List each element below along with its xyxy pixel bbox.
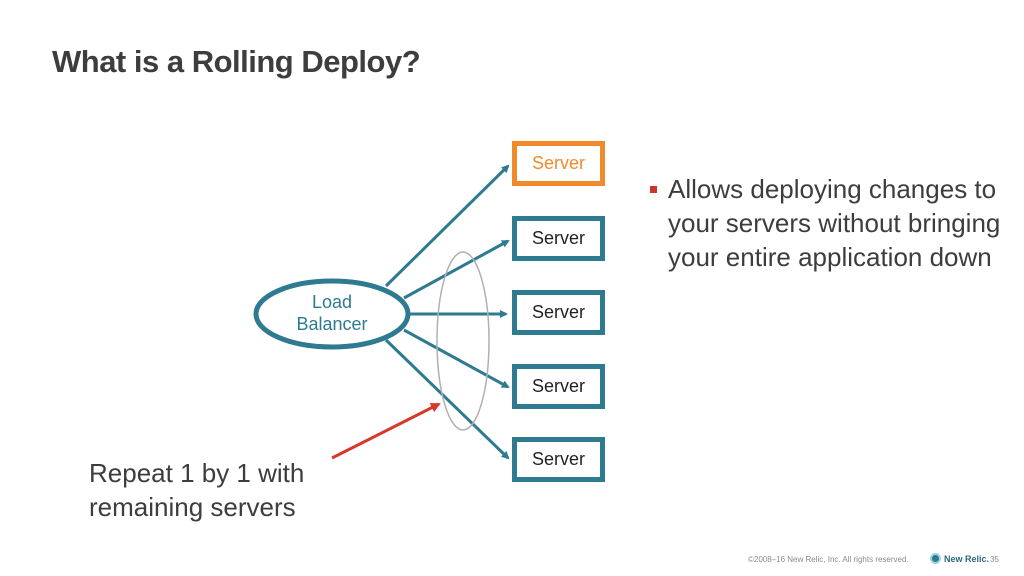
server-box: Server bbox=[512, 437, 605, 482]
server-box: Server bbox=[512, 364, 605, 409]
repeat-note-line2: remaining servers bbox=[89, 492, 296, 522]
arrow-to-server-5 bbox=[384, 338, 510, 460]
arrow-to-server-2 bbox=[403, 239, 510, 300]
repeat-note-line1: Repeat 1 by 1 with bbox=[89, 458, 305, 488]
page-number: 35 bbox=[990, 555, 999, 564]
new-relic-logo: New Relic. bbox=[930, 553, 989, 564]
load-balancer-shape bbox=[253, 278, 411, 350]
server-box-updating: Server bbox=[512, 141, 605, 186]
remaining-servers-oval bbox=[436, 251, 490, 431]
bullet-list: Allows deploying changes to your servers… bbox=[648, 172, 1018, 274]
bullet-text: Allows deploying changes to your servers… bbox=[668, 174, 1001, 272]
load-balancer-label: Load Balancer bbox=[256, 291, 408, 335]
server-box: Server bbox=[512, 290, 605, 335]
slide-title: What is a Rolling Deploy? bbox=[52, 44, 421, 79]
bullet-marker bbox=[650, 186, 657, 193]
arrow-to-server-4 bbox=[403, 328, 510, 389]
logo-text: New Relic. bbox=[944, 553, 990, 564]
arrow-to-server-1 bbox=[384, 164, 510, 288]
load-balancer-label-line2: Balancer bbox=[296, 314, 368, 334]
server-box: Server bbox=[512, 216, 605, 261]
new-relic-logo-icon bbox=[930, 553, 941, 564]
repeat-note: Repeat 1 by 1 with remaining servers bbox=[89, 456, 304, 524]
load-balancer-label-line1: Load bbox=[311, 292, 353, 312]
bullet-item: Allows deploying changes to your servers… bbox=[648, 172, 1018, 274]
repeat-arrow bbox=[331, 402, 441, 460]
copyright-footer: ©2008–16 New Relic, Inc. All rights rese… bbox=[748, 555, 909, 564]
